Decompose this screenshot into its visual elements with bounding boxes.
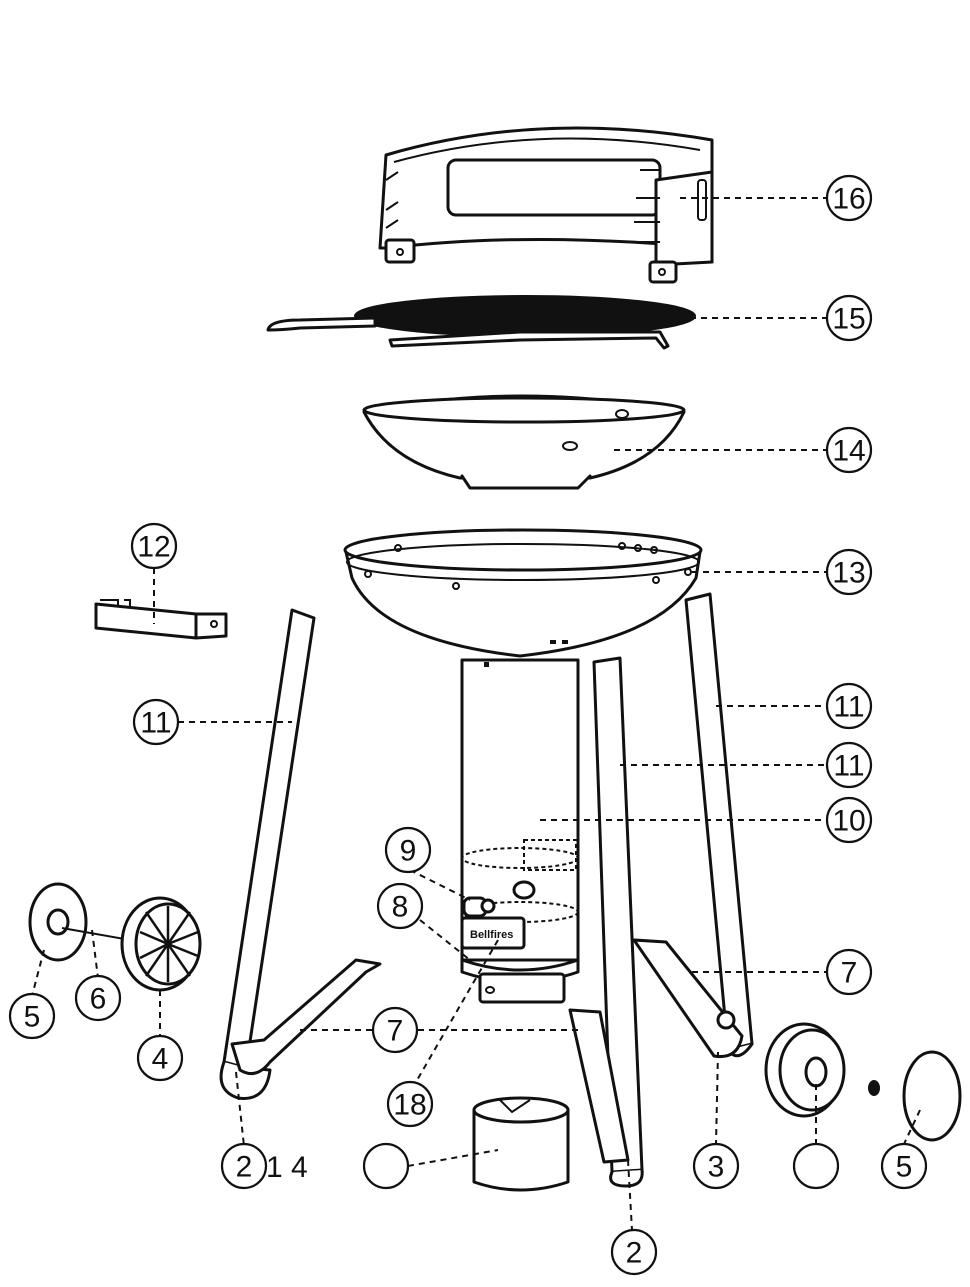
right-wheel-assembly	[764, 1022, 962, 1142]
callout-label: 6	[90, 983, 107, 1016]
cooking-grate-part	[266, 295, 696, 350]
callout-11-right-front: 11	[825, 741, 873, 789]
callout-8: 8	[376, 882, 424, 930]
callout-15: 15	[825, 294, 873, 342]
leg-right-front-part	[568, 656, 644, 1188]
callout-9: 9	[384, 826, 432, 874]
leg-left-part	[219, 608, 382, 1100]
callout-5-right: 5	[880, 1142, 928, 1190]
callout-5-left: 5	[8, 992, 56, 1040]
callout-label: 12	[137, 531, 170, 564]
callout-label: 3	[708, 1151, 725, 1184]
callout-label: 16	[832, 183, 865, 216]
callout-label: 10	[832, 805, 865, 838]
callout-label: 2	[626, 1237, 643, 1270]
callout-6: 6	[74, 974, 122, 1022]
callout-label: 9	[400, 835, 417, 868]
callout-label: 2	[236, 1151, 253, 1184]
callout-label: 11	[833, 750, 864, 783]
callout-label: 18	[393, 1089, 426, 1122]
left-wheel-assembly	[28, 882, 202, 992]
callout-2-center: 2	[610, 1228, 658, 1276]
callout-label: 8	[392, 891, 409, 924]
callout-12: 12	[130, 522, 178, 570]
callout-14: 14	[825, 426, 873, 474]
callout-11-left: 11	[132, 698, 180, 746]
callout-2-left: 2	[220, 1142, 268, 1190]
burner-tube-part: Bellfires	[460, 658, 580, 1004]
callout-18: 18	[386, 1080, 434, 1128]
svg-text:Bellfires: Bellfires	[470, 929, 513, 941]
callout-7-right: 7	[825, 948, 873, 996]
callout-16: 16	[825, 174, 873, 222]
callout-label: 5	[24, 1001, 41, 1034]
callout-11-right-rear: 11	[825, 682, 873, 730]
callout-blank-wheel	[792, 1142, 840, 1190]
callout-label: 4	[152, 1043, 169, 1076]
callout-label: 15	[832, 303, 865, 336]
callout-label: 11	[833, 691, 864, 724]
callout-label: 7	[841, 957, 858, 990]
stray-label: 1 4	[266, 1151, 308, 1184]
callout-13: 13	[825, 548, 873, 596]
leader-lines	[31, 197, 921, 1231]
callout-label: 14	[832, 435, 865, 468]
callout-10: 10	[825, 796, 873, 844]
lid-band-part	[378, 126, 714, 284]
fire-bowl-inner-part	[362, 394, 686, 490]
callout-label: 7	[387, 1015, 404, 1048]
callout-3: 3	[692, 1142, 740, 1190]
fire-bowl-outer-part	[343, 528, 703, 658]
callout-7-center: 7	[371, 1006, 419, 1054]
handle-part	[94, 599, 228, 640]
callout-label: 11	[140, 707, 171, 740]
leg-right-rear-part	[632, 592, 754, 1059]
callout-4: 4	[136, 1034, 184, 1082]
callout-label: 13	[832, 557, 865, 590]
callout-label: 5	[896, 1151, 913, 1184]
callout-blank-tank	[362, 1142, 410, 1190]
tank-holder-part	[472, 1096, 570, 1192]
